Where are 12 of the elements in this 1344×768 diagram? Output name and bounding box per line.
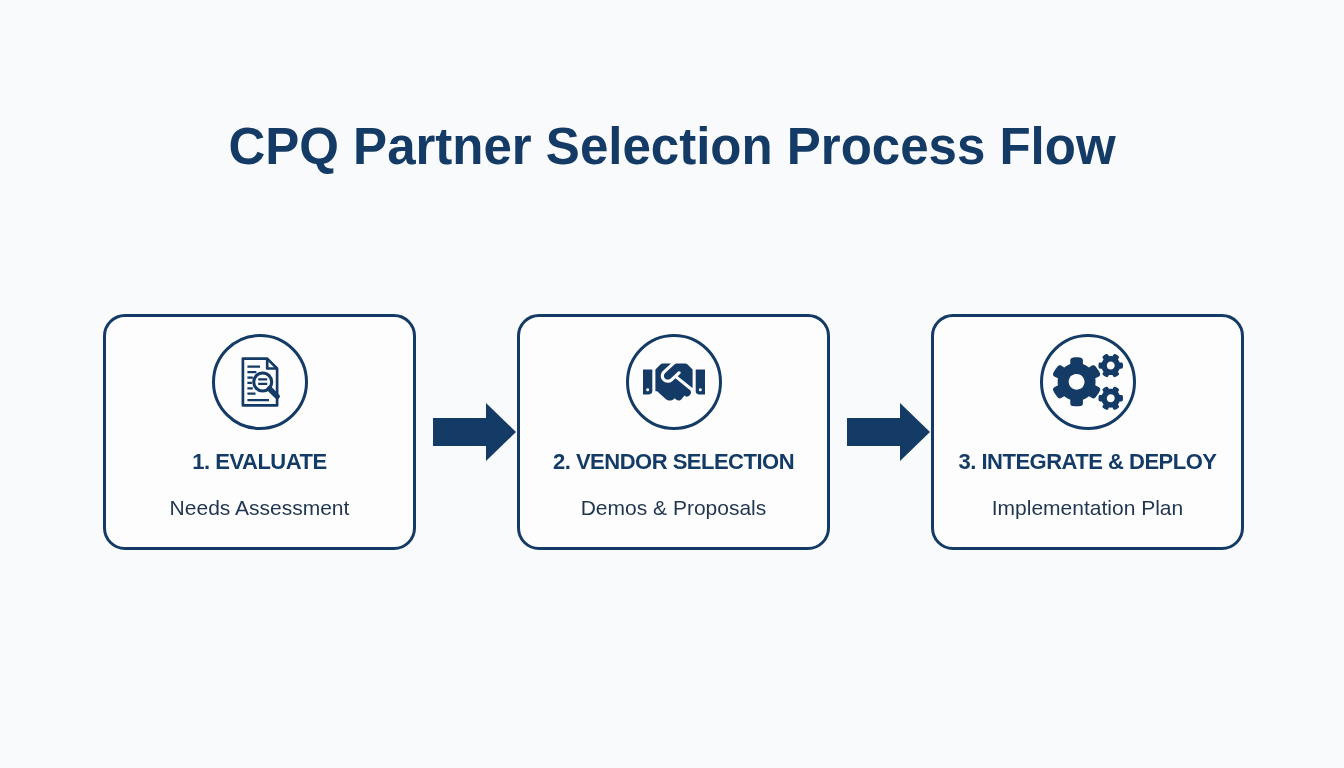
process-box — [517, 314, 830, 550]
step-subtitle: Needs Assessment — [169, 496, 350, 520]
arrow — [433, 403, 516, 461]
process-box — [103, 314, 416, 550]
step-subtitle: Demos & Proposals — [580, 496, 767, 520]
step-heading: 1. EVALUATE — [192, 450, 327, 474]
process-box — [931, 314, 1244, 550]
step-heading: 2. VENDOR SELECTION — [552, 450, 795, 474]
title: CPQ Partner Selection Process Flow — [228, 117, 1116, 177]
step-heading: 3. INTEGRATE & DEPLOY — [958, 450, 1217, 474]
step-subtitle: Implementation Plan — [991, 496, 1184, 520]
arrow — [847, 403, 930, 461]
